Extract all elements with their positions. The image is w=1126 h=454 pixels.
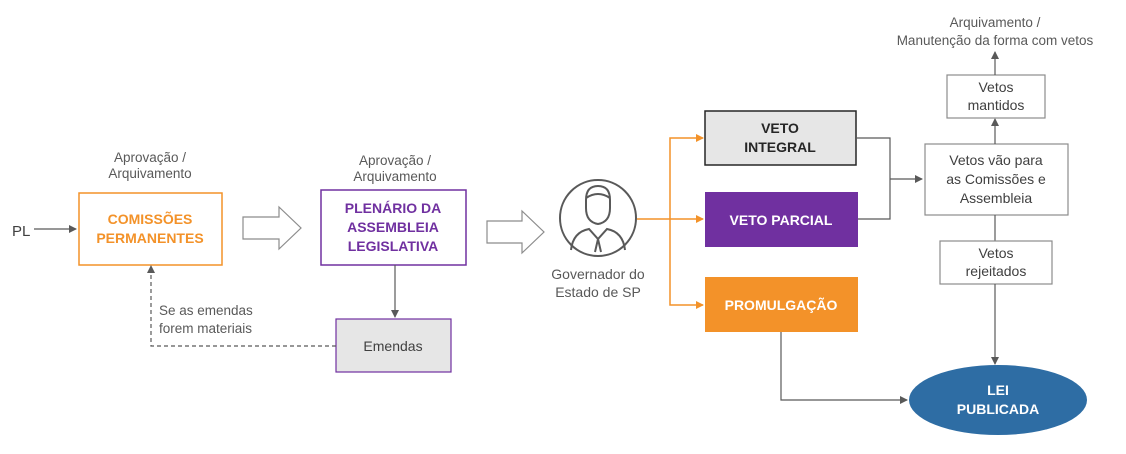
comissoes-outcome-line-2: Arquivamento bbox=[108, 166, 191, 181]
veto-integral-box bbox=[704, 110, 857, 166]
governador-label-line-2: Estado de SP bbox=[555, 284, 641, 300]
emendas-box-label: Emendas bbox=[363, 338, 422, 354]
plenario-outcome-line-1: Aprovação / bbox=[359, 153, 431, 168]
comissoes-permanentes-box bbox=[78, 192, 223, 266]
vetos-mantidos-line-2: mantidos bbox=[968, 97, 1025, 113]
arquivamento-line-1: Arquivamento / bbox=[950, 15, 1041, 30]
promulgacao-box bbox=[705, 277, 858, 332]
lei-publicada-line-2: PUBLICADA bbox=[957, 401, 1039, 417]
vetos-comissoes-box bbox=[924, 143, 1069, 216]
lei-publicada-ellipse bbox=[909, 365, 1087, 435]
lei-publicada-line-1: LEI bbox=[987, 382, 1009, 398]
vetos-comissoes-line-2: as Comissões e bbox=[946, 171, 1046, 187]
plenario-box-line-2: ASSEMBLEIA bbox=[347, 219, 439, 235]
vetos-mantidos-line-1: Vetos bbox=[978, 79, 1013, 95]
flow-arrow-1 bbox=[242, 205, 302, 251]
emendas-feedback-dashed-arrow bbox=[147, 265, 336, 347]
comissoes-outcome-line-1: Aprovação / bbox=[114, 150, 186, 165]
veto-parcial-connector bbox=[858, 179, 891, 220]
vetos-comissoes-line-3: Assembleia bbox=[960, 190, 1033, 206]
promulgacao-label: PROMULGAÇÃO bbox=[725, 296, 838, 313]
veto-parcial-label: VETO PARCIAL bbox=[730, 212, 833, 228]
vetos-rejeitados-line-2: rejeitados bbox=[966, 263, 1027, 279]
plenario-box-line-3: LEGISLATIVA bbox=[348, 238, 438, 254]
pl-label: PL bbox=[12, 223, 30, 240]
vetos-comissoes-line-1: Vetos vão para bbox=[949, 152, 1043, 168]
comissoes-box-line-2: PERMANENTES bbox=[96, 230, 203, 246]
feedback-label-line-2: forem materiais bbox=[159, 321, 252, 336]
vetos-rejeitados-box bbox=[939, 240, 1053, 285]
veto-integral-line-1: VETO bbox=[761, 120, 799, 136]
governador-to-promulgacao-arrow bbox=[669, 219, 704, 309]
comissoes-box-line-1: COMISSÕES bbox=[108, 210, 193, 227]
plenario-outcome-line-2: Arquivamento bbox=[353, 169, 436, 184]
arquivamento-line-2: Manutenção da forma com vetos bbox=[897, 33, 1094, 48]
promulgacao-to-lei-arrow bbox=[780, 332, 908, 404]
person-icon bbox=[559, 179, 637, 257]
feedback-label-line-1: Se as emendas bbox=[159, 303, 253, 318]
governador-to-veto-integral-arrow bbox=[669, 134, 704, 219]
vetos-mantidos-box bbox=[946, 74, 1046, 119]
governador-label-line-1: Governador do bbox=[551, 266, 645, 282]
plenario-box-line-1: PLENÁRIO DA bbox=[345, 200, 441, 216]
veto-parcial-box bbox=[705, 192, 858, 247]
emendas-box bbox=[335, 318, 452, 373]
flow-arrow-2 bbox=[486, 209, 545, 255]
plenario-box bbox=[320, 189, 467, 266]
veto-integral-connector bbox=[856, 137, 891, 179]
veto-integral-line-2: INTEGRAL bbox=[744, 139, 816, 155]
vetos-rejeitados-line-1: Vetos bbox=[978, 245, 1013, 261]
